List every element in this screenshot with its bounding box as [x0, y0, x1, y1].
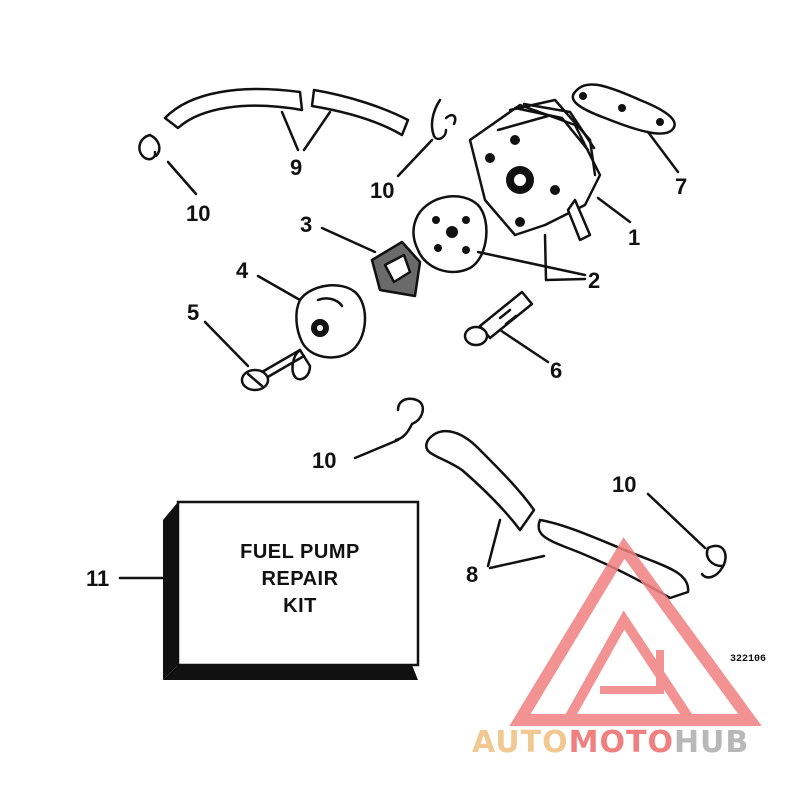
screw-5 [240, 348, 306, 392]
callout-10-upper-mid: 10 [370, 178, 394, 203]
diagram-part-number: 322106 [730, 654, 766, 665]
callout-9-leaders [280, 110, 332, 152]
callout-5-leader [203, 320, 250, 368]
hose-clamp-10-upper-mid [430, 98, 457, 141]
callout-2-leader-b [543, 233, 587, 282]
watermark-text: AUTOMOTOHUB [472, 725, 749, 760]
callout-3-leader [320, 226, 377, 254]
lower-fuel-hose-8 [425, 429, 690, 600]
fuel-pump-body-1 [468, 98, 602, 242]
callout-5: 5 [187, 300, 199, 325]
watermark-logo [509, 537, 762, 726]
callout-3: 3 [300, 212, 312, 237]
callout-11: 11 [86, 566, 109, 591]
callout-2-leader-a [476, 250, 587, 277]
callout-8: 8 [466, 562, 478, 587]
callout-9: 9 [290, 155, 302, 180]
callout-6: 6 [550, 358, 562, 383]
upper-fuel-hose-9 [163, 87, 410, 137]
callout-1: 1 [628, 225, 640, 250]
kit-label-line3: KIT [283, 595, 317, 617]
callout-2: 2 [588, 268, 600, 293]
callout-10-lower-mid-leader [353, 438, 400, 460]
kit-label-line1: FUEL PUMP [240, 541, 360, 563]
check-valve-3 [370, 240, 422, 298]
callout-8-leaders [486, 518, 546, 570]
callout-7: 7 [675, 174, 687, 199]
bolt-6 [463, 290, 534, 347]
callout-10-right-leader [646, 492, 707, 550]
kit-label-line2: REPAIR [261, 568, 338, 590]
callout-10-right: 10 [612, 472, 636, 497]
callout-4-leader [256, 274, 302, 302]
repair-kit-box-11: FUEL PUMP REPAIR KIT [163, 500, 420, 680]
callout-10-upper-mid-leader [396, 138, 434, 178]
hose-clamp-10-left [138, 133, 161, 161]
callout-10-left-leader [166, 160, 198, 196]
callout-4: 4 [236, 258, 249, 283]
callout-7-leader [646, 130, 680, 174]
diaphragm-2 [412, 195, 488, 274]
hose-clamp-10-lower-mid [394, 397, 424, 442]
callout-10-upper-left: 10 [186, 201, 210, 226]
callout-1-leader [596, 196, 632, 224]
callout-10-lower-mid: 10 [312, 448, 336, 473]
hose-clamp-10-right [700, 544, 727, 579]
pump-cover-4 [291, 284, 367, 381]
mounting-gasket-7 [571, 83, 676, 135]
callout-6-leader [498, 328, 550, 364]
